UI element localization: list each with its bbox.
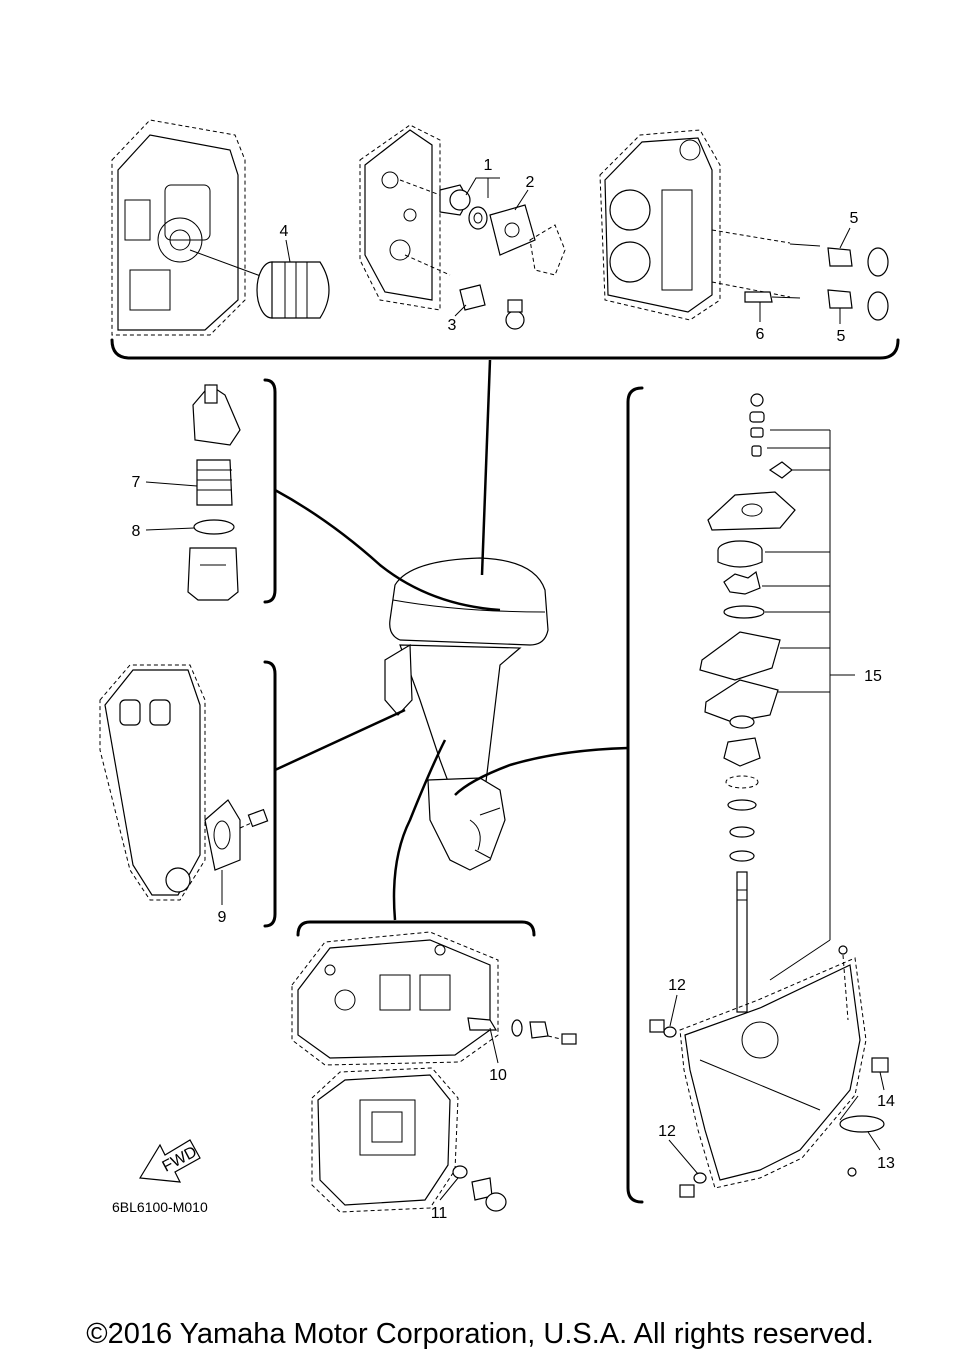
callout-6: 6 [756, 326, 765, 343]
callout-12-lower: 12 [658, 1123, 676, 1140]
callout-7: 7 [132, 474, 141, 491]
connector-oilpan [392, 739, 447, 921]
connector-fuel [274, 488, 501, 612]
gear-case [649, 945, 889, 1198]
callout-13: 13 [877, 1155, 895, 1172]
oil-filter [256, 261, 330, 319]
callout-4: 4 [280, 223, 289, 240]
callout-12-upper: 12 [668, 977, 686, 994]
callout-14: 14 [877, 1093, 895, 1110]
callout-3: 3 [448, 317, 457, 334]
fwd-arrow: FWD [138, 1139, 201, 1183]
fuel-filter-group [187, 384, 241, 601]
copyright-notice: ©2016 Yamaha Motor Corporation, U.S.A. A… [86, 1318, 874, 1350]
lower-unit-bracket [626, 386, 644, 1204]
oil-pan-group [291, 931, 577, 1213]
diagram-code: 6BL6100-M010 [112, 1199, 208, 1215]
crankcase-block [111, 119, 286, 336]
thermostat-cover [489, 204, 566, 276]
connector-lower [454, 746, 629, 796]
cylinder-block-center [359, 124, 451, 311]
fuel-filter-bracket [263, 378, 277, 604]
callout-11: 11 [431, 1205, 448, 1222]
anode-5-lower [827, 289, 889, 321]
spark-plug [744, 291, 801, 303]
outboard-motor [384, 557, 549, 871]
callout-15: 15 [864, 668, 882, 685]
callout-5-upper: 5 [850, 210, 859, 227]
clamp-bracket-bracket [263, 660, 277, 928]
top-group-bracket [110, 338, 900, 360]
clamp-bracket-group [99, 664, 269, 901]
callout-10: 10 [489, 1067, 507, 1084]
anode-5-upper [789, 243, 889, 277]
callouts: 1 2 3 4 5 5 6 7 8 9 10 11 12 12 13 14 15 [132, 157, 895, 1222]
water-pump-group [699, 393, 796, 1013]
spacer-3 [459, 284, 525, 330]
connector-clamp [274, 708, 406, 772]
thermostat [439, 184, 488, 230]
callout-2: 2 [526, 174, 535, 191]
callout-15-leaders [762, 429, 855, 981]
callout-5-lower: 5 [837, 328, 846, 345]
callout-9: 9 [218, 909, 227, 926]
connector-top [480, 359, 492, 576]
cylinder-head [599, 129, 791, 321]
callout-1: 1 [484, 157, 493, 174]
oil-pan-bracket [296, 920, 536, 937]
top-engine-group [111, 119, 889, 336]
callout-8: 8 [132, 523, 141, 540]
